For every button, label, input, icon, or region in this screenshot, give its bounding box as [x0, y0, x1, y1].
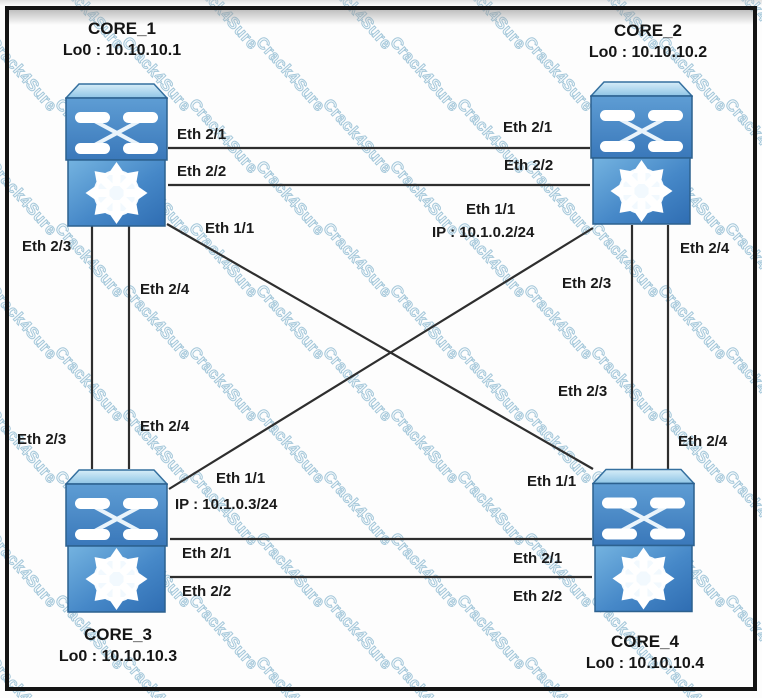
node-name: CORE_2 [613, 21, 683, 40]
interface-label-core_3-eth-2-3: Eth 2/3 [17, 431, 67, 448]
interface-label-core_1-eth-2-4: Eth 2/4 [140, 281, 190, 298]
interface-label-core_2-eth-1-1: Eth 1/1 [466, 201, 516, 218]
node-loopback: Lo0 : 10.10.10.2 [588, 44, 708, 62]
node-core-1 [65, 83, 168, 227]
node-name: CORE_1 [87, 19, 157, 38]
link-core1-core4-eth11 [166, 223, 594, 470]
interface-label-core_3-eth-2-1: Eth 2/1 [182, 545, 232, 562]
interface-label-core_4-eth-2-2: Eth 2/2 [513, 588, 563, 605]
interface-label-core_1-eth-1-1: Eth 1/1 [205, 220, 255, 237]
interface-label-core_2-ip-10-1-0-2-24: IP : 10.1.0.2/24 [432, 224, 535, 241]
interface-label-core_1-eth-2-2: Eth 2/2 [177, 163, 227, 180]
layer3-switch-icon [592, 468, 695, 613]
scan-artifact-band [9, 10, 753, 25]
node-loopback: Lo0 : 10.10.10.1 [62, 42, 182, 60]
layer3-switch-icon [590, 80, 693, 226]
node-loopback: Lo0 : 10.10.10.4 [585, 655, 705, 673]
interface-label-core_1-eth-2-1: Eth 2/1 [177, 126, 227, 143]
interface-label-core_4-eth-1-1: Eth 1/1 [527, 473, 577, 490]
interface-label-core_2-eth-2-3: Eth 2/3 [562, 275, 612, 292]
node-name: CORE_4 [610, 632, 680, 651]
node-core-2 [590, 80, 693, 226]
interface-label-core_2-eth-2-1: Eth 2/1 [503, 119, 553, 136]
interface-label-core_4-eth-2-4: Eth 2/4 [678, 433, 728, 450]
scan-artifact-top [0, 0, 762, 6]
node-loopback: Lo0 : 10.10.10.3 [58, 648, 178, 666]
node-core-4 [592, 468, 695, 613]
interface-label-core_1-eth-2-3: Eth 2/3 [22, 238, 72, 255]
layer3-switch-icon [65, 83, 168, 227]
diagram-border [5, 6, 757, 691]
interface-label-core_3-eth-2-4: Eth 2/4 [140, 418, 190, 435]
node-core-3 [65, 468, 168, 614]
interface-label-core_3-eth-2-2: Eth 2/2 [182, 583, 232, 600]
interface-label-core_3-ip-10-1-0-3-24: IP : 10.1.0.3/24 [175, 496, 278, 513]
interface-label-core_4-eth-2-3: Eth 2/3 [558, 383, 608, 400]
interface-label-core_2-eth-2-4: Eth 2/4 [680, 240, 730, 257]
layer3-switch-icon [65, 468, 168, 614]
node-name: CORE_3 [83, 625, 153, 644]
interface-label-core_3-eth-1-1: Eth 1/1 [216, 470, 266, 487]
interface-label-core_2-eth-2-2: Eth 2/2 [504, 157, 554, 174]
link-core3-core2-eth11 [168, 227, 594, 490]
interface-label-core_4-eth-2-1: Eth 2/1 [513, 550, 563, 567]
